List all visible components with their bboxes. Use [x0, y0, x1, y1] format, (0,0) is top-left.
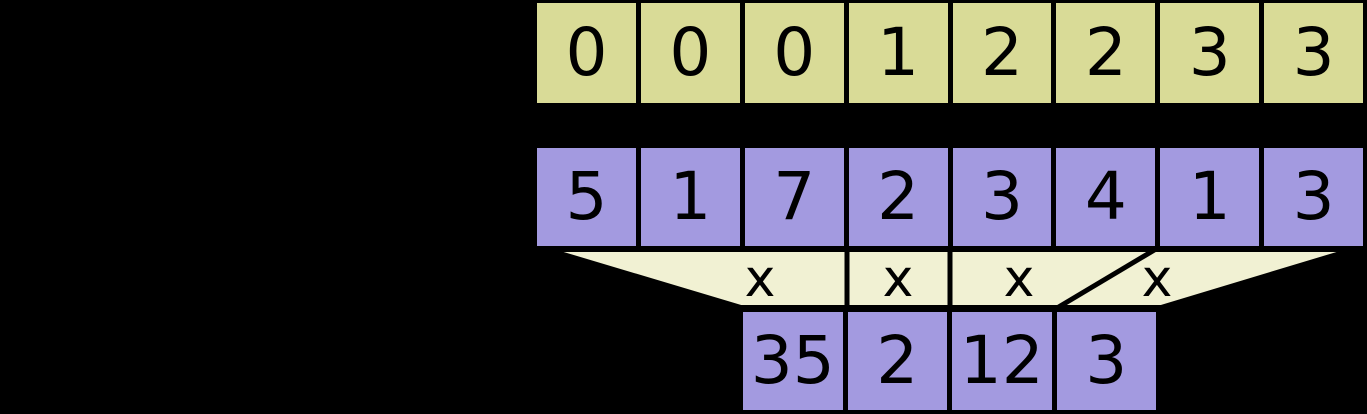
values-row: 5 1 7 2 3 4 1 3: [533, 144, 1367, 250]
segment-index-cell: 3: [1160, 3, 1260, 103]
value-cell: 1: [1160, 148, 1260, 246]
value-cell: 2: [848, 148, 948, 246]
value-cell: 4: [1056, 148, 1156, 246]
segment-index-cell: 2: [952, 3, 1052, 103]
result-cell: 3: [1056, 312, 1156, 410]
value-cell: 1: [640, 148, 740, 246]
segment-index-cell: 3: [1264, 3, 1363, 103]
result-cell: 12: [952, 312, 1052, 410]
segment-index-cell: 0: [537, 3, 636, 103]
funnel-shape: [549, 248, 1351, 309]
segment-index-cell: 0: [640, 3, 740, 103]
value-cell: 3: [1264, 148, 1363, 246]
multiply-operator: x: [1003, 249, 1035, 309]
segment-index-row: 0 0 0 1 2 2 3 3: [533, 0, 1367, 107]
multiply-operator: x: [882, 249, 914, 309]
segment-index-cell: 0: [744, 3, 844, 103]
value-cell: 5: [537, 148, 636, 246]
results-row: 35 2 12 3: [739, 308, 1160, 414]
result-cell: 35: [743, 312, 843, 410]
value-cell: 7: [744, 148, 844, 246]
segment-index-cell: 1: [848, 3, 948, 103]
multiply-operator: x: [1141, 249, 1173, 309]
value-cell: 3: [952, 148, 1052, 246]
multiply-operator: x: [744, 249, 776, 309]
result-cell: 2: [847, 312, 947, 410]
segment-index-cell: 2: [1056, 3, 1156, 103]
